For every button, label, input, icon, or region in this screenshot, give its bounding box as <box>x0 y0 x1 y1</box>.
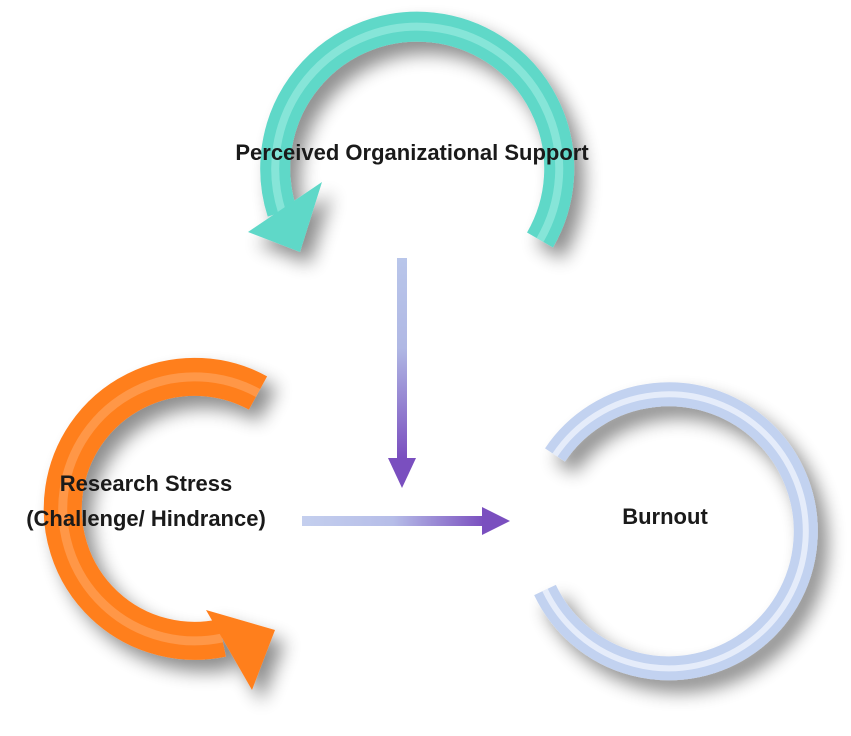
support-label: Perceived Organizational Support <box>235 140 589 165</box>
support-cycle-arrow-icon <box>248 11 575 252</box>
burnout-label: Burnout <box>622 504 708 529</box>
stress-label-line1: Research Stress <box>60 471 232 496</box>
burnout-ring-icon <box>534 382 818 681</box>
stress-cycle-arrow-icon <box>43 357 275 690</box>
moderation-arrow-icon <box>388 258 416 488</box>
main-effect-arrow-icon <box>302 507 510 535</box>
stress-label-line2: (Challenge/ Hindrance) <box>26 506 266 531</box>
